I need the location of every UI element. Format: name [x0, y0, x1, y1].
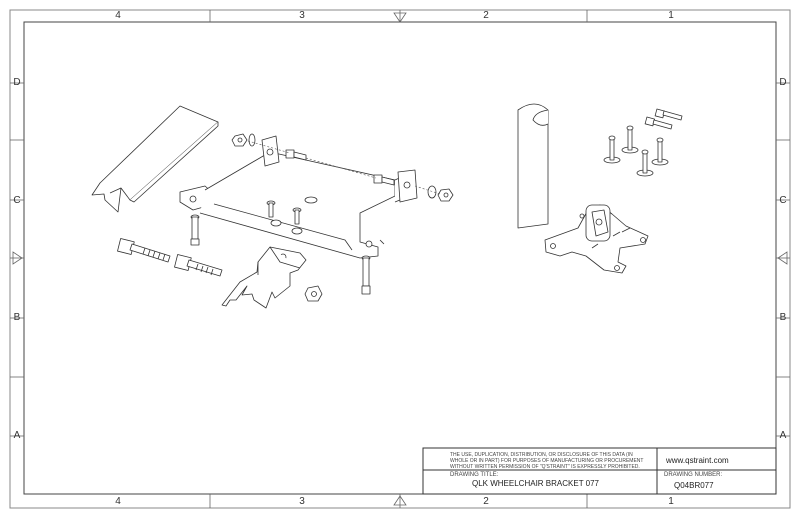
- col-label-top-4: 4: [115, 10, 121, 21]
- title-block-frame: [422, 447, 777, 495]
- bolt-f: [373, 174, 395, 186]
- outer-frame: [9, 9, 791, 509]
- inner-frame: [23, 21, 777, 495]
- centering-marks: [12, 12, 788, 506]
- washer-2: [427, 185, 437, 199]
- left-plate: [91, 105, 219, 213]
- drawing-number: Q04BR077: [674, 481, 714, 490]
- bolt-a: [190, 214, 200, 246]
- disclaimer-line-2: WHOLE OR IN PART) FOR PURPOSES OF MANUFA…: [450, 458, 644, 464]
- zone-ticks: [10, 10, 790, 508]
- row-label-left-b: B: [13, 312, 21, 323]
- small-bolt-3: [636, 149, 654, 177]
- bolt-e: [285, 149, 307, 161]
- website: www.qstraint.com: [666, 456, 729, 465]
- lower-plate: [221, 246, 307, 309]
- small-bolt-4: [651, 137, 669, 166]
- bolt-b: [361, 255, 371, 295]
- alignment-lines: [247, 140, 441, 195]
- left-ear: [261, 135, 280, 167]
- row-label-right-a: A: [779, 430, 787, 441]
- drawing-title: QLK WHEELCHAIR BRACKET 077: [472, 479, 600, 488]
- col-label-top-2: 2: [483, 10, 489, 21]
- col-label-bottom-1: 1: [668, 496, 674, 507]
- small-bolt-2: [621, 125, 639, 154]
- row-label-right-c: C: [779, 195, 787, 206]
- small-bolt-1: [603, 135, 621, 164]
- washer-4: [291, 227, 303, 235]
- main-bracket: [179, 151, 413, 259]
- disclaimer-line-1: THE USE, DUPLICATION, DISTRIBUTION, OR D…: [450, 452, 633, 458]
- washer-5: [270, 219, 282, 227]
- row-label-right-d: D: [779, 77, 787, 88]
- disclaimer-line-3: WITHOUT WRITTEN PERMISSION OF "Q'STRAINT…: [450, 464, 640, 470]
- row-label-left-a: A: [13, 430, 21, 441]
- large-bolt-2: [174, 254, 223, 277]
- drawing-title-label: DRAWING TITLE:: [450, 472, 499, 478]
- col-label-top-3: 3: [299, 10, 305, 21]
- col-label-top-1: 1: [668, 10, 674, 21]
- bolt-c: [266, 200, 276, 218]
- row-label-left-d: D: [13, 77, 21, 88]
- threaded-stud-2: [644, 116, 673, 130]
- washer-3: [304, 196, 318, 204]
- threaded-stud-1: [654, 108, 683, 121]
- large-bolt-1: [117, 238, 171, 263]
- washer-1: [248, 133, 256, 147]
- right-ear: [397, 169, 418, 203]
- row-label-left-c: C: [13, 195, 21, 206]
- row-label-right-b: B: [779, 312, 787, 323]
- base-plate: [544, 204, 649, 274]
- col-label-bottom-3: 3: [299, 496, 305, 507]
- col-label-bottom-2: 2: [483, 496, 489, 507]
- col-label-bottom-4: 4: [115, 496, 121, 507]
- bolt-d: [292, 207, 302, 225]
- exploded-assembly: [91, 103, 683, 309]
- drawing-number-label: DRAWING NUMBER:: [664, 472, 723, 478]
- upright-plate: [517, 103, 549, 229]
